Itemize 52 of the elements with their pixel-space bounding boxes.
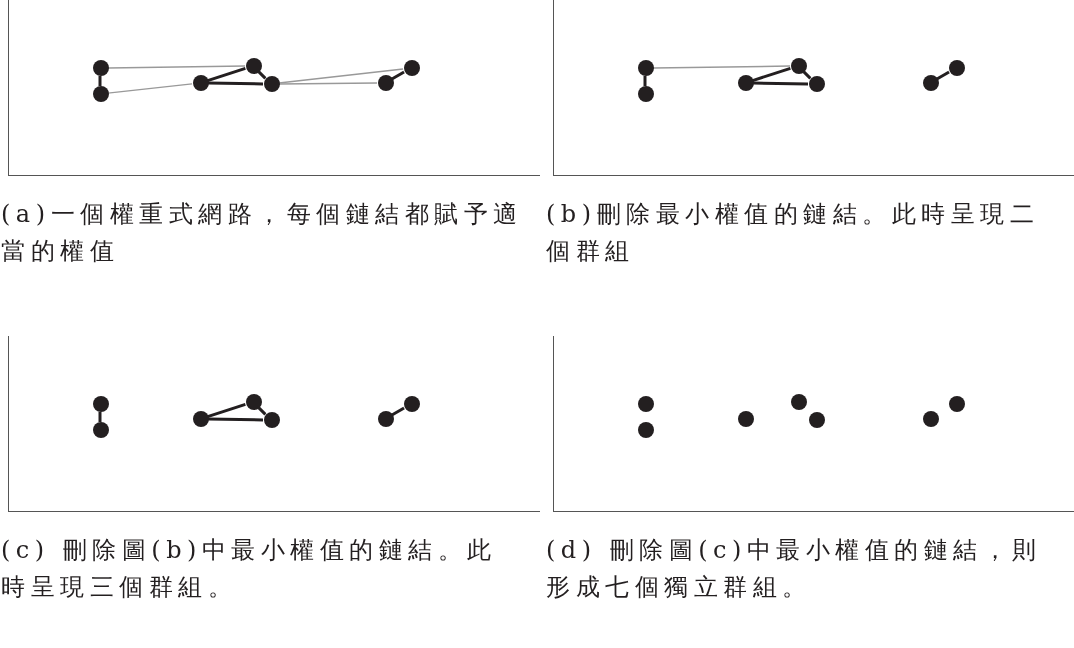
node-dot	[638, 422, 654, 438]
node-dot	[738, 411, 754, 427]
link-line	[752, 67, 791, 82]
node-dot	[738, 75, 754, 91]
link-line	[802, 70, 812, 80]
node-dot	[93, 60, 109, 76]
node-dot	[638, 86, 654, 102]
link-line	[207, 403, 246, 418]
panel-label: (d) 刪除圖(c)中最小權值的鏈結，則形成七個獨立群組。	[546, 535, 1043, 603]
link-line	[107, 65, 246, 69]
node-dot	[923, 411, 939, 427]
link-line	[391, 70, 405, 81]
node-dot	[93, 396, 109, 412]
link-line	[207, 67, 246, 82]
node-dot	[809, 412, 825, 428]
node-dot	[193, 411, 209, 427]
link-line	[752, 81, 809, 86]
node-dot	[378, 75, 394, 91]
node-dot	[949, 396, 965, 412]
node-dot	[246, 58, 262, 74]
panel-label: (a)一個權重式網路，每個鏈結都賦予適當的權值	[1, 199, 523, 267]
link-line	[278, 82, 378, 85]
link-line	[98, 412, 102, 422]
node-dot	[949, 60, 965, 76]
node-dot	[264, 76, 280, 92]
link-line	[207, 81, 264, 86]
panel-label: (c) 刪除圖(b)中最小權值的鏈結。此時呈現三個群組。	[1, 535, 498, 603]
node-dot	[193, 75, 209, 91]
panel-label: (b)刪除最小權值的鏈結。此時呈現二個群組	[546, 199, 1041, 267]
node-dot	[378, 411, 394, 427]
node-dot	[638, 60, 654, 76]
link-line	[107, 83, 193, 94]
link-line	[391, 406, 405, 417]
node-dot	[93, 86, 109, 102]
link-line	[207, 417, 264, 422]
link-line	[936, 70, 950, 81]
node-dot	[638, 396, 654, 412]
link-line	[652, 65, 791, 69]
link-line	[643, 76, 647, 86]
node-dot	[264, 412, 280, 428]
node-dot	[791, 58, 807, 74]
link-line	[257, 70, 267, 80]
link-line	[257, 406, 267, 416]
link-line	[98, 76, 102, 86]
link-line	[278, 68, 404, 84]
node-dot	[923, 75, 939, 91]
node-dot	[93, 422, 109, 438]
node-dot	[404, 60, 420, 76]
node-dot	[246, 394, 262, 410]
node-dot	[791, 394, 807, 410]
node-dot	[404, 396, 420, 412]
node-dot	[809, 76, 825, 92]
